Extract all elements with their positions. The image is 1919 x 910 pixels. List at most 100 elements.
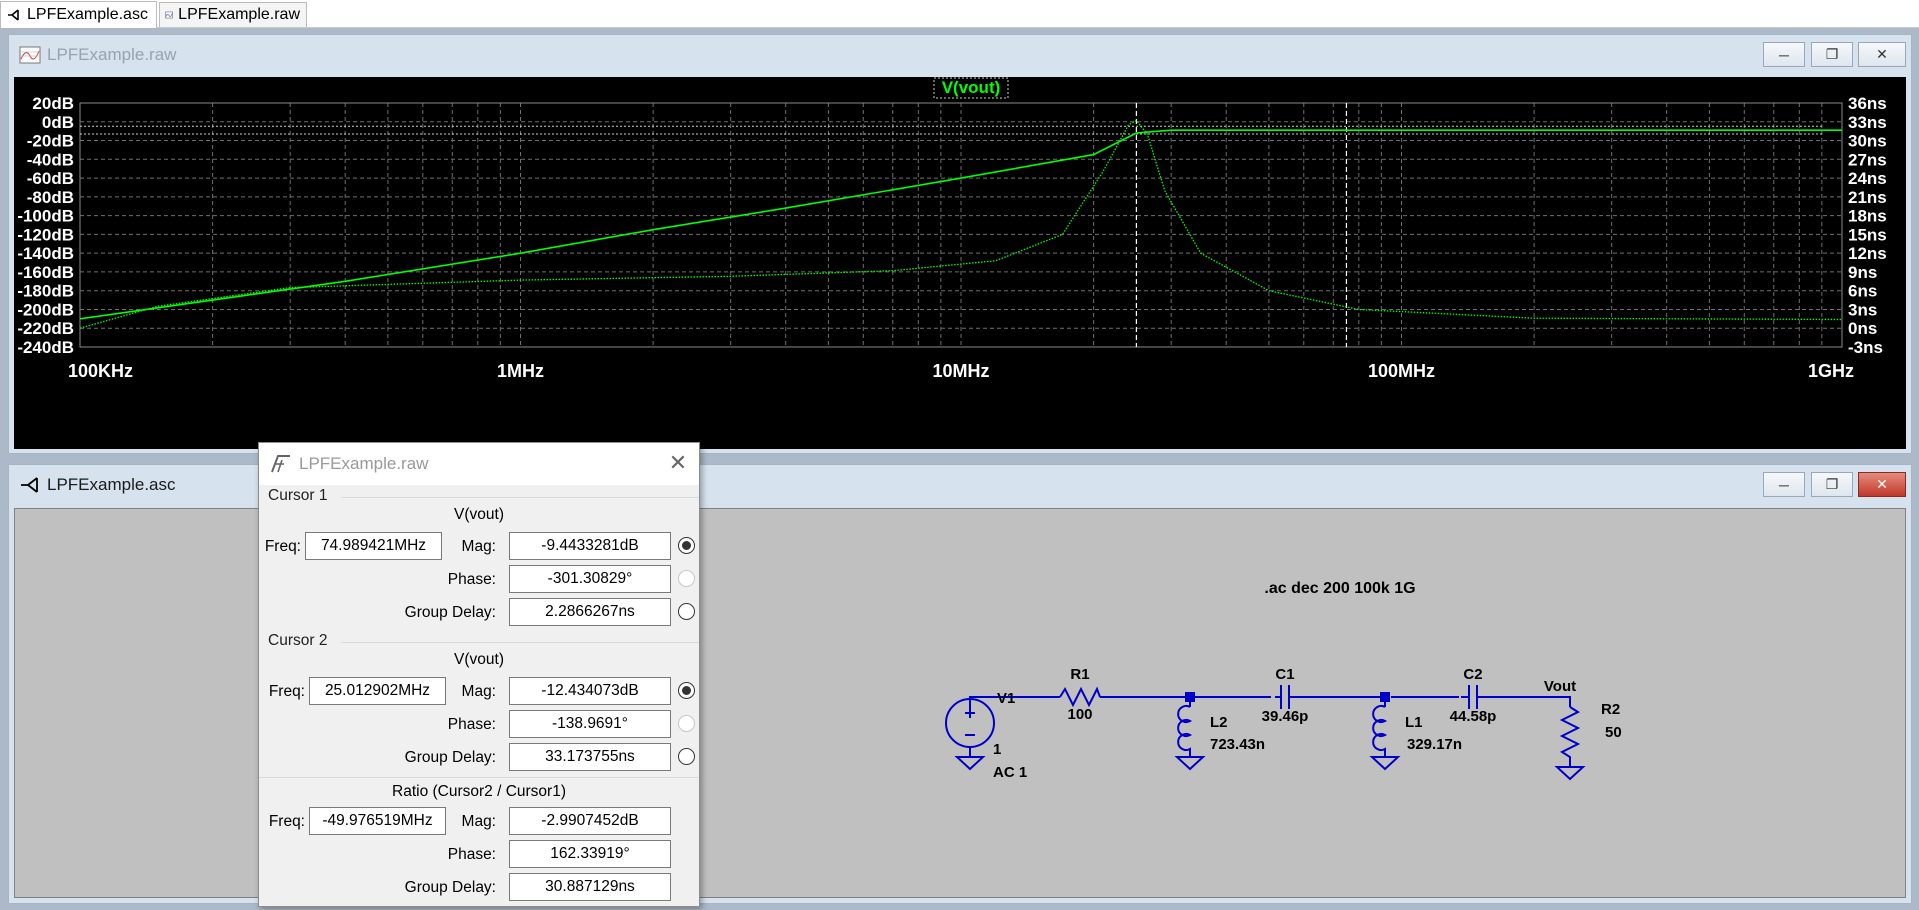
component-value: 1	[993, 741, 1001, 758]
inductor-l2[interactable]: L2 723.43n	[1174, 692, 1265, 771]
voltage-source-v1[interactable]: V1 1 AC 1	[945, 690, 1027, 781]
cursor2-mag-field: -12.434073dB	[509, 677, 671, 705]
plot-frame	[79, 102, 1843, 348]
y-tick-label: -100dB	[17, 207, 74, 226]
group-delay-label: Group Delay:	[404, 604, 496, 621]
y2-tick-label: 24ns	[1848, 169, 1887, 188]
y-tick-label: -240dB	[17, 338, 74, 357]
schematic-drawing[interactable]: .ac dec 200 100k 1G V1	[15, 509, 1905, 897]
ground-icon	[1369, 756, 1401, 771]
restore-icon: ❐	[1825, 46, 1839, 62]
close-icon: ✕	[1876, 476, 1888, 492]
phase-label: Phase:	[447, 846, 496, 863]
restore-button[interactable]: ❐	[1811, 472, 1853, 497]
minimize-button[interactable]: ─	[1763, 42, 1805, 67]
resistor-r2[interactable]: R2 50	[1554, 701, 1622, 781]
close-button[interactable]: ✕	[1858, 472, 1906, 497]
freq-label: Freq:	[268, 683, 305, 700]
ratio-phase-field: 162.33919°	[509, 840, 671, 868]
cursor1-freq-field[interactable]: 74.989421MHz	[305, 532, 442, 560]
cursor1-group-delay-radio[interactable]	[678, 603, 695, 620]
resistor-r1[interactable]: R1 100	[1059, 666, 1101, 723]
cursor2-section: Cursor 2 V(vout) Freq: 25.012902MHz Mag:…	[259, 632, 699, 775]
y2-tick-label: -3ns	[1848, 338, 1883, 357]
phase-label: Phase:	[447, 716, 496, 733]
schematic-icon	[21, 477, 38, 493]
cursor1-phase-radio[interactable]	[678, 570, 695, 587]
component-name: L2	[1210, 714, 1228, 731]
component-value: 100	[1067, 706, 1092, 723]
y-tick-label: -180dB	[17, 282, 74, 301]
close-button[interactable]: ✕	[1858, 42, 1906, 67]
ac-directive[interactable]: .ac dec 200 100k 1G	[1264, 580, 1415, 597]
cursor2-mag-radio[interactable]	[678, 682, 695, 699]
y2-tick-label: 3ns	[1848, 300, 1877, 319]
x-tick-label: 1GHz	[1808, 361, 1854, 381]
cursor1-mag-radio[interactable]	[678, 537, 695, 554]
cursor1-section: Cursor 1 V(vout) Freq: 74.989421MHz Mag:…	[259, 487, 699, 630]
minimize-icon: ─	[1779, 46, 1789, 63]
minimize-button[interactable]: ─	[1763, 472, 1805, 497]
trace-label-box	[933, 77, 1009, 99]
schematic-window-titlebar[interactable]: LPFExample.asc	[9, 465, 1911, 505]
y-tick-label: -60dB	[27, 169, 74, 188]
section-label: Cursor 1	[268, 487, 328, 504]
capacitor-c1[interactable]: C1 39.46p	[1262, 666, 1309, 725]
cursor-readout-dialog[interactable]: LPFExample.raw ✕ Cursor 1 V(vout) Freq: …	[258, 442, 700, 907]
x-tick-label: 1MHz	[497, 361, 544, 381]
y-tick-label: -20dB	[27, 132, 74, 151]
tab-schematic[interactable]: LPFExample.asc	[0, 1, 157, 28]
waveform-icon	[19, 46, 41, 64]
wire[interactable]	[969, 696, 1060, 708]
waveform-window-titlebar[interactable]: LPFExample.raw	[9, 35, 1911, 75]
cursor1-mag-field: -9.4433281dB	[509, 532, 671, 560]
minimize-icon: ─	[1779, 476, 1789, 493]
component-ac-value: AC 1	[993, 764, 1027, 781]
group-delay-label: Group Delay:	[404, 879, 496, 896]
cursor1-phase-field: -301.30829°	[509, 565, 671, 593]
dialog-titlebar[interactable]: LPFExample.raw ✕	[259, 443, 699, 485]
y2-tick-label: 0ns	[1848, 319, 1877, 338]
close-icon: ✕	[668, 450, 688, 475]
waveform-icon	[165, 11, 173, 19]
dialog-close-button[interactable]: ✕	[667, 452, 689, 474]
trace-label[interactable]: V(vout)	[942, 78, 1001, 97]
y-tick-label: -200dB	[17, 300, 74, 319]
ground-icon	[954, 756, 986, 771]
component-value: 44.58p	[1450, 708, 1497, 725]
document-tab-bar: LPFExample.asc LPFExample.raw	[0, 0, 1919, 28]
component-value: 723.43n	[1210, 736, 1265, 753]
tab-label: LPFExample.raw	[178, 6, 300, 23]
restore-button[interactable]: ❐	[1811, 42, 1853, 67]
inductor-l1[interactable]: L1 329.17n	[1369, 692, 1462, 771]
wire[interactable]	[1478, 696, 1571, 707]
freq-label: Freq:	[268, 813, 305, 830]
component-value: 39.46p	[1262, 708, 1309, 725]
component-name: V1	[997, 690, 1015, 707]
phase-label: Phase:	[447, 571, 496, 588]
mag-label: Mag:	[461, 683, 496, 700]
x-tick-label: 10MHz	[932, 361, 989, 381]
trace-name: V(vout)	[454, 651, 504, 668]
freq-label: Freq:	[264, 538, 301, 555]
y2-tick-label: 36ns	[1848, 94, 1887, 113]
schematic-icon	[8, 9, 19, 21]
y2-tick-label: 9ns	[1848, 263, 1877, 282]
trace-name: V(vout)	[454, 506, 504, 523]
tab-waveform[interactable]: LPFExample.raw	[159, 2, 307, 27]
close-icon: ✕	[1876, 46, 1888, 62]
ratio-group-delay-field: 30.887129ns	[509, 873, 671, 901]
cursor2-phase-radio[interactable]	[678, 715, 695, 732]
mag-label: Mag:	[461, 813, 496, 830]
waveform-chart[interactable]: 20dB0dB-20dB-40dB-60dB-80dB-100dB-120dB-…	[14, 77, 1906, 449]
component-name: R2	[1601, 701, 1620, 718]
cursor2-phase-field: -138.9691°	[509, 710, 671, 738]
cursor2-freq-field[interactable]: 25.012902MHz	[309, 677, 446, 705]
net-label-vout[interactable]: Vout	[1544, 678, 1576, 695]
mag-label: Mag:	[461, 538, 496, 555]
capacitor-c2[interactable]: C2 44.58p	[1450, 666, 1497, 725]
cursor2-group-delay-radio[interactable]	[678, 748, 695, 765]
section-label: Ratio (Cursor2 / Cursor1)	[392, 783, 566, 800]
